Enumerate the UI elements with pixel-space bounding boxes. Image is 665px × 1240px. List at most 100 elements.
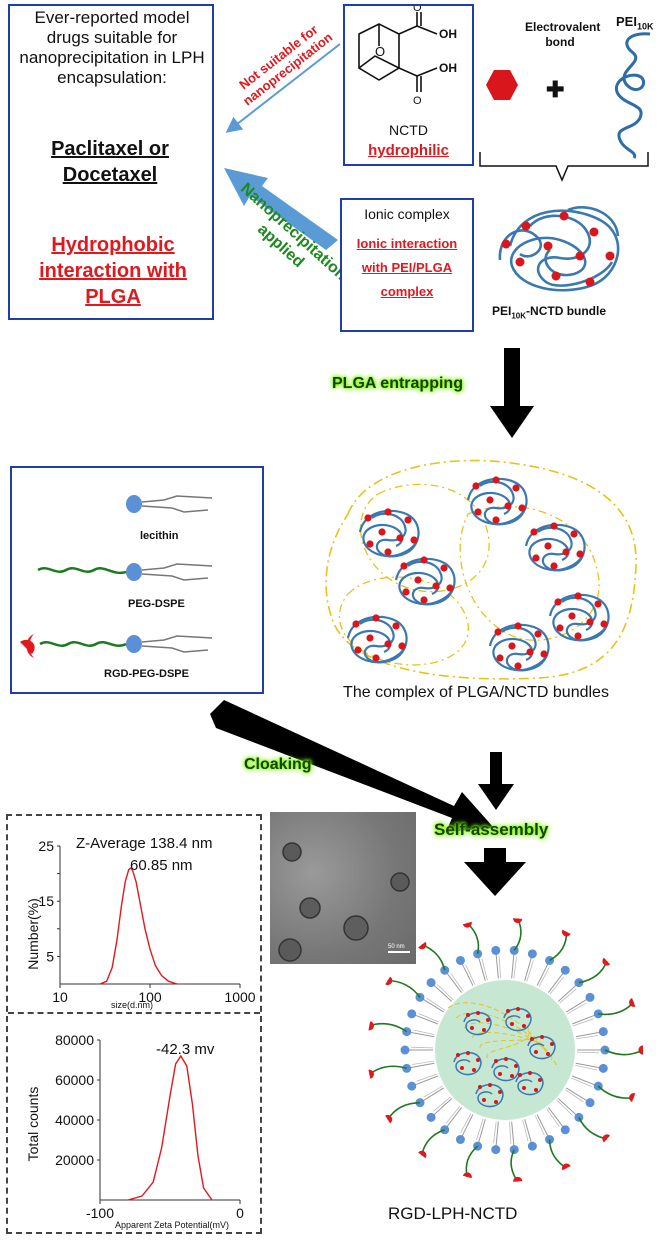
size-x-axis-label: size(d.nm) <box>111 1000 153 1010</box>
plga-entrapping-label: PLGA entrapping <box>332 375 463 392</box>
down-arrow-assembly <box>464 848 526 896</box>
peg-chain <box>604 1049 644 1056</box>
panel-divider <box>8 1012 260 1014</box>
plus-icon: ✚ <box>546 77 565 102</box>
lipid-head <box>527 1141 537 1151</box>
core-bundle <box>515 1071 544 1096</box>
peg-chain <box>578 960 608 984</box>
peg-chain <box>386 1101 420 1120</box>
known-drugs-box: Ever-reported model drugs suitable for n… <box>8 4 214 320</box>
peg-chain <box>510 1149 519 1182</box>
zeta-x-axis-label: Apparent Zeta Potential(mV) <box>115 1220 229 1230</box>
lipid-head <box>407 1081 417 1091</box>
nctd-property: hydrophilic <box>368 142 449 159</box>
size-peak-annotation: 60.85 nm <box>130 857 193 874</box>
peg-chain <box>513 918 522 951</box>
peg-chain <box>368 1065 407 1075</box>
tem-scalebar-label: 50 nm <box>388 944 405 950</box>
zeta-y-tick: 80000 <box>55 1032 94 1048</box>
lipid-head <box>440 965 450 975</box>
peg-chain <box>466 922 480 954</box>
tem-particles <box>278 842 410 962</box>
size-y-tick: 5 <box>46 948 54 964</box>
lecithin-label: lecithin <box>140 530 179 542</box>
zeta-y-axis-label: Total counts <box>25 1087 41 1162</box>
cloaking-label: Cloaking <box>244 756 312 773</box>
peg-chain <box>465 1145 479 1178</box>
self-assembly-label: Self-assembly <box>434 820 549 839</box>
nctd-box: O OH OH O O NCTD hydrophilic <box>343 4 474 166</box>
pei-nctd-bundle <box>498 205 620 292</box>
oh-top: OH <box>439 27 457 41</box>
tem-image: 50 nm <box>270 812 416 964</box>
ionic-complex-title: Ionic complex <box>364 206 450 222</box>
peg-dspe-label: PEG-DSPE <box>128 598 185 610</box>
peg-chain <box>598 1001 635 1016</box>
zeta-potential-chart: -42.3 mv Total counts Apparent Zeta Pote… <box>25 1032 244 1230</box>
svg-text:O: O <box>413 95 422 107</box>
lipid-head <box>574 978 584 988</box>
lipid-head <box>598 1063 608 1073</box>
rgd-ligand <box>561 929 571 937</box>
bundle-subscript: 10K <box>511 311 527 321</box>
lipid-head <box>426 978 436 988</box>
rgd-ligand <box>602 1134 611 1143</box>
rgd-ligand <box>385 976 393 986</box>
lipid-head <box>455 1135 465 1145</box>
nctd-name: NCTD <box>389 122 428 138</box>
lipid-head <box>426 1112 436 1122</box>
known-drugs-intro: Ever-reported model drugs suitable for n… <box>19 8 205 87</box>
characterization-panel: Z-Average 138.4 nm 60.85 nm Number(%) si… <box>6 814 262 1234</box>
size-y-tick: 25 <box>38 838 54 854</box>
lipid-head <box>407 1009 417 1019</box>
lipid-head <box>585 1098 595 1108</box>
lipid-head <box>473 949 483 959</box>
peg-chain <box>548 1139 567 1169</box>
rgd-ligand <box>385 1114 393 1124</box>
core-bundle <box>491 1057 520 1082</box>
size-x-tick: 10 <box>52 989 68 1005</box>
rgd-peg-dspe-label: RGD-PEG-DSPE <box>104 668 189 680</box>
lipid-head <box>598 1027 608 1037</box>
rgd-lph-nctd-particle <box>368 918 644 1182</box>
plga-bundle <box>488 622 550 672</box>
rgd-ligand <box>462 921 472 928</box>
pei-text: PEI <box>616 14 637 29</box>
size-chart-title: Z-Average 138.4 nm <box>76 835 212 852</box>
zeta-y-tick: 40000 <box>55 1112 94 1128</box>
peg-chain <box>421 943 446 971</box>
lipid-head <box>560 1125 570 1135</box>
lipid-head <box>402 1063 412 1073</box>
nctd-hexagon-icon <box>486 70 518 100</box>
pei-subscript: 10K <box>636 21 654 32</box>
lipid-head <box>593 1009 603 1019</box>
peg-chain <box>421 1129 446 1156</box>
combine-bracket <box>479 152 649 182</box>
plga-bundle <box>394 556 456 606</box>
lipid-head <box>400 1045 410 1055</box>
lipid-head <box>585 992 595 1002</box>
rgd-ligand <box>602 957 611 966</box>
size-x-tick: 100 <box>138 989 162 1005</box>
lipid-components-box: lecithin PEG-DSPE RGD-PEG-DSPE <box>10 466 264 694</box>
lipid-structures <box>20 495 213 658</box>
hydrophobic-interaction-label: Hydrophobic interaction with PLGA <box>39 234 187 308</box>
zeta-x-tick: 0 <box>236 1205 244 1221</box>
bundle-suffix: -NCTD bundle <box>526 304 607 318</box>
bundle-prefix: PEI <box>492 304 512 318</box>
plga-bundle <box>358 508 420 558</box>
down-arrow-assembly-top <box>478 752 514 810</box>
down-arrow-entrap <box>490 348 534 438</box>
lipid-head <box>527 949 537 959</box>
plga-bundle <box>466 476 528 526</box>
peg-chain <box>387 979 421 998</box>
pei-label: PEI10K <box>616 14 653 32</box>
size-y-tick: 15 <box>38 893 54 909</box>
svg-text:O: O <box>413 6 422 14</box>
zeta-y-tick: 60000 <box>55 1072 94 1088</box>
peg-chain <box>369 1022 408 1033</box>
core-bundle <box>453 1051 482 1076</box>
complex-caption: The complex of PLGA/NCTD bundles <box>343 684 609 701</box>
core-bundle <box>503 1007 532 1032</box>
core-bundle <box>463 1011 492 1036</box>
